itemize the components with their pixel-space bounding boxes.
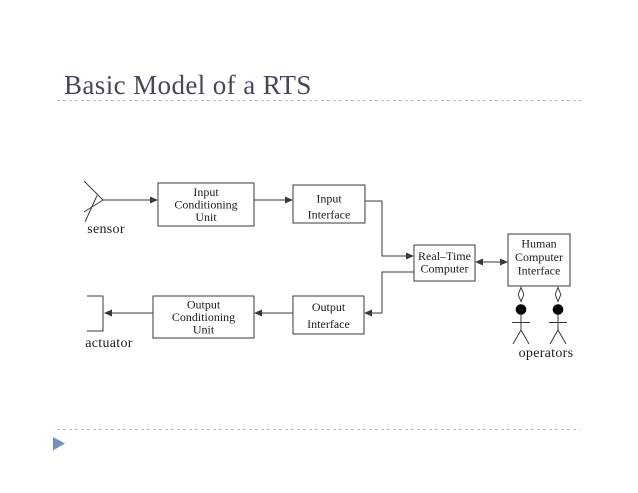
arrow-output-interface-to-ocu — [254, 309, 293, 317]
arrow-ocu-to-actuator — [104, 309, 153, 317]
box-input-interface — [292, 184, 366, 224]
arrowhead-icon — [104, 309, 112, 317]
arrow-sensor-to-input-conditioning — [103, 196, 158, 204]
arrow-icu-to-input-interface — [254, 196, 293, 204]
wire-rtc-to-output-interface — [364, 271, 414, 317]
box-input-conditioning-unit — [157, 182, 255, 227]
ocu-label-line1: Output — [187, 298, 221, 312]
actuator-label: actuator — [85, 336, 133, 351]
sensor-label: sensor — [87, 222, 125, 237]
rtc-label-line2: Computer — [421, 262, 469, 276]
rtc-label-line1: Real–Time — [418, 249, 471, 263]
arrowhead-icon — [364, 309, 372, 317]
hci-label-line3: Interface — [518, 264, 561, 278]
input-interface-label-line2: Interface — [308, 208, 351, 222]
actuator-symbol-icon — [87, 295, 104, 332]
arrowhead-icon — [500, 258, 508, 266]
arrowhead-icon — [254, 309, 262, 317]
arrowhead-icon — [475, 258, 483, 266]
footer-bullet-triangle-icon — [53, 437, 65, 451]
box-output-interface — [292, 295, 365, 335]
icu-label-line1: Input — [193, 185, 219, 199]
icu-label-line3: Unit — [195, 210, 217, 224]
hci-operator-links — [517, 286, 562, 303]
operator-figure-icon — [549, 304, 567, 345]
arrowhead-icon — [406, 252, 414, 260]
wire-input-interface-to-rtc — [365, 200, 414, 260]
slide-title: Basic Model of a RTS — [64, 70, 312, 100]
double-arrow-icon — [554, 286, 562, 303]
arrow-rtc-hci-bidirectional — [475, 258, 508, 266]
double-arrow-icon — [517, 286, 525, 303]
box-real-time-computer — [413, 244, 476, 282]
arrowhead-icon — [285, 196, 293, 204]
hci-label-line1: Human — [521, 237, 556, 251]
ocu-label-line2: Conditioning — [172, 310, 235, 324]
operators-label: operators — [519, 346, 574, 361]
sensor-symbol-icon — [83, 180, 104, 223]
output-interface-label-line2: Interface — [307, 317, 350, 331]
operator-figure-icon — [512, 304, 530, 345]
input-interface-label-line1: Input — [316, 192, 342, 206]
icu-label-line2: Conditioning — [174, 198, 237, 212]
box-output-conditioning-unit — [152, 295, 255, 339]
diagram-text-layer: Input Conditioning Unit Input Interface … — [85, 185, 573, 361]
box-human-computer-interface — [507, 233, 571, 287]
output-interface-label-line1: Output — [312, 300, 346, 314]
ocu-label-line3: Unit — [193, 323, 215, 337]
arrowhead-icon — [150, 196, 158, 204]
diagram-linework — [83, 180, 571, 345]
hci-label-line2: Computer — [515, 250, 563, 264]
